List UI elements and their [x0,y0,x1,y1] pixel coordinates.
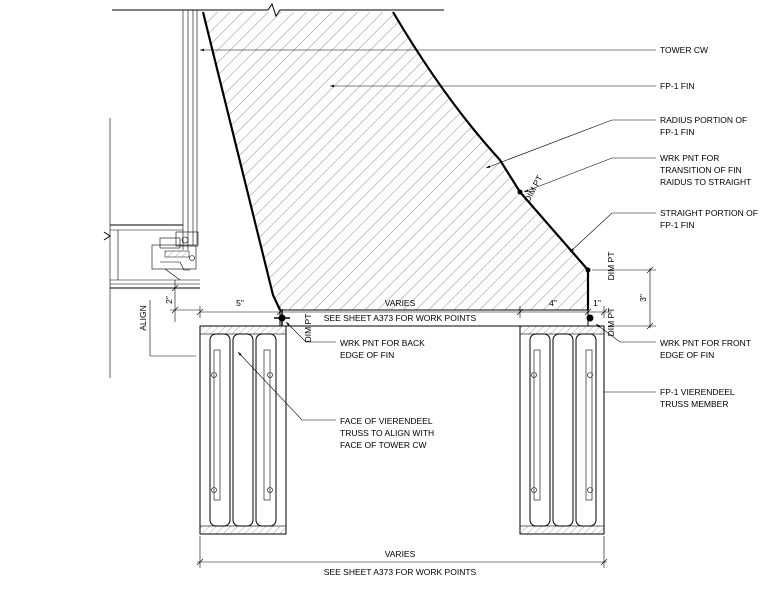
callout-wrk-pnt-front: WRK PNT FOR FRONT EDGE OF FIN [660,338,751,360]
callout-fp1-fin: FP-1 FIN [660,81,694,91]
callout-line: STRAIGHT PORTION OF [660,208,758,218]
callout-wrk-pnt-transition: WRK PNT FOR TRANSITION OF FIN RAIDUS TO … [660,153,751,187]
tower-cw-mullion [103,10,200,378]
callout-line: WRK PNT FOR FRONT [660,338,751,348]
callout-tower-cw-text: TOWER CW [660,45,708,55]
dim-pt-lower-right: DIM PT [606,308,616,337]
dim-4-inch: 4" [549,298,557,308]
callout-line: FACE OF VIERENDEEL [340,416,433,426]
dim-see-sheet-top: SEE SHEET A373 FOR WORK POINTS [324,313,477,323]
callout-truss-member: FP-1 VIERENDEEL TRUSS MEMBER [660,387,735,409]
fp1-fin [201,11,590,327]
work-point-markers [274,189,594,326]
dim-1-inch: 1" [593,298,601,308]
callout-line: FP-1 VIERENDEEL [660,387,735,397]
callout-fp1-fin-text: FP-1 FIN [660,81,694,91]
callout-line: EDGE OF FIN [340,350,394,360]
callout-line: WRK PNT FOR BACK [340,338,425,348]
dim-align: ALIGN [138,305,148,331]
dim-pt-upper-right: DIM PT [606,252,616,281]
dim-see-sheet-bottom: SEE SHEET A373 FOR WORK POINTS [324,567,477,577]
dimension-labels: 5" VARIES 4" 1" 3" 2" ALIGN SEE SHEET A3… [138,174,648,577]
dim-pt-diagonal: DIM PT [522,174,544,204]
callout-line: RAIDUS TO STRAIGHT [660,177,751,187]
callout-line: TRUSS TO ALIGN WITH [340,428,434,438]
dim-varies-top: VARIES [385,298,416,308]
callout-tower-cw: TOWER CW [660,45,708,55]
callout-line: TRANSITION OF FIN [660,165,742,175]
vierendeel-truss-left [199,325,287,535]
dim-pt-left: DIM PT [303,314,313,343]
callout-line: RADIUS PORTION OF [660,115,747,125]
callout-wrk-pnt-back: WRK PNT FOR BACK EDGE OF FIN [340,338,425,360]
callout-line: WRK PNT FOR [660,153,719,163]
callout-line: FACE OF TOWER CW [340,440,427,450]
vierendeel-truss-right [519,325,605,535]
callout-line: TRUSS MEMBER [660,399,728,409]
dim-varies-bottom: VARIES [385,549,416,559]
callout-line: EDGE OF FIN [660,350,714,360]
callout-face-of-truss: FACE OF VIERENDEEL TRUSS TO ALIGN WITH F… [340,416,434,450]
dim-3-inch: 3" [638,294,648,302]
dim-5-inch: 5" [236,298,244,308]
callout-radius-portion: RADIUS PORTION OF FP-1 FIN [660,115,747,137]
dim-2-inch: 2" [164,296,174,304]
dimension-lines [149,266,656,568]
leader-lines [200,48,656,421]
callout-straight-portion: STRAIGHT PORTION OF FP-1 FIN [660,208,758,230]
callout-line: FP-1 FIN [660,127,694,137]
callout-line: FP-1 FIN [660,220,694,230]
